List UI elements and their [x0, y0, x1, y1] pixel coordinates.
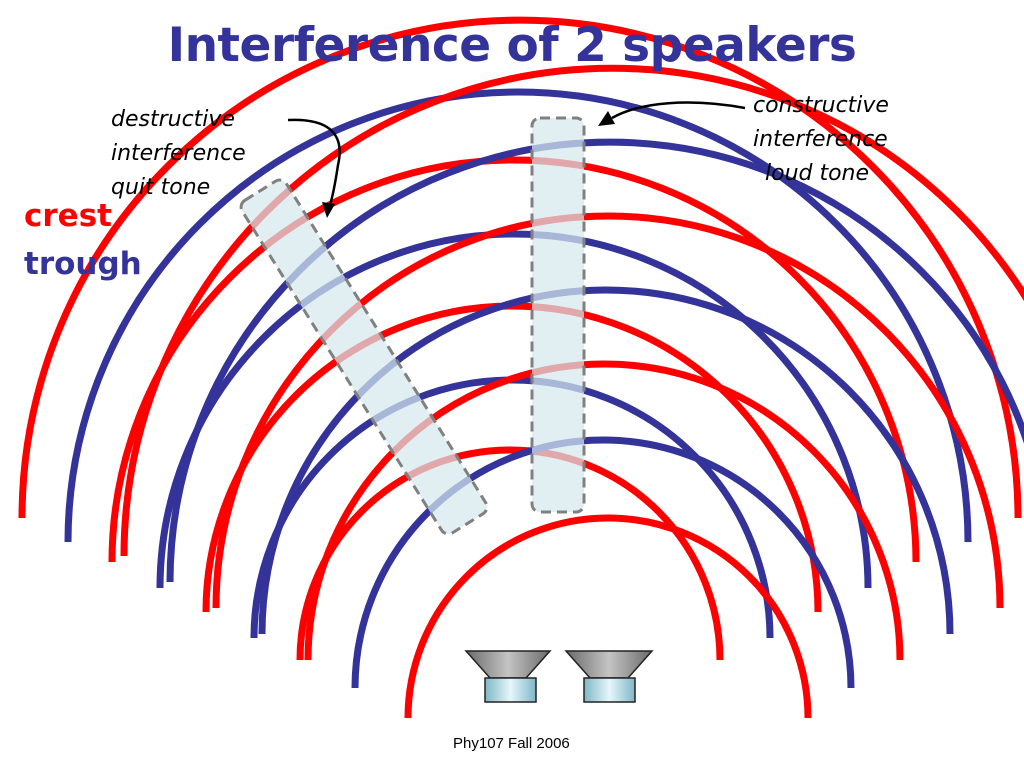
destructive-arrow — [287, 118, 341, 218]
destructive-annotation: destructive interference quit tone — [111, 103, 246, 205]
crest-arc — [404, 514, 812, 719]
annotation-line: quit tone — [111, 175, 211, 200]
wavefronts-right-speaker — [120, 64, 1024, 719]
trough-arc — [250, 376, 774, 639]
annotation-line: interference — [111, 141, 246, 166]
annotation-line: loud tone — [765, 161, 870, 186]
legend-crest: crest — [24, 198, 112, 234]
trough-arc — [351, 436, 855, 689]
page-title: Interference of 2 speakers — [167, 18, 857, 73]
annotation-line: destructive — [111, 107, 235, 132]
constructive-highlight-strip — [530, 116, 586, 514]
crest-arc — [120, 64, 1024, 557]
legend-trough: trough — [24, 246, 142, 282]
crest-arc — [212, 212, 1004, 609]
destructive-highlight-strip — [239, 178, 489, 536]
constructive-annotation: constructive interference loud tone — [753, 89, 889, 191]
footer-text: Phy107 Fall 2006 — [453, 735, 570, 752]
constructive-arrow — [598, 101, 746, 126]
trough-arc — [166, 138, 1024, 583]
speaker-icon-left — [464, 650, 552, 703]
crest-arc — [304, 360, 904, 661]
annotation-line: constructive — [753, 93, 889, 118]
trough-arc — [258, 286, 954, 635]
speaker-icon-right — [564, 650, 654, 703]
annotation-line: interference — [753, 127, 888, 152]
trough-arc — [64, 88, 972, 543]
crest-arc — [18, 16, 1022, 519]
